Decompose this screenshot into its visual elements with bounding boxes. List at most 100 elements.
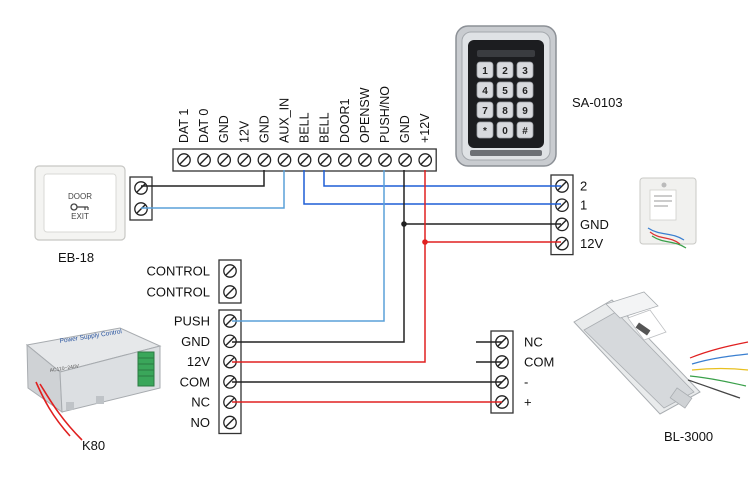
psu-terminal-label: GND (181, 334, 210, 349)
device-label-power-supply: K80 (82, 438, 105, 453)
device-label-bolt-lock: BL-3000 (664, 429, 713, 444)
wire-12v (232, 242, 426, 363)
keypad-key-glyph: 7 (482, 106, 488, 117)
keypad-key (476, 121, 494, 139)
exit-button-icon: DOOR EXIT (34, 165, 126, 241)
controller-terminal-screw (217, 153, 232, 167)
psu-terminal-label: 12V (187, 354, 210, 369)
lock-terminal-label: - (524, 375, 528, 390)
controller-terminal-screw (277, 153, 292, 167)
wire-bell-gnd (403, 170, 561, 225)
psu-terminal-block (218, 309, 242, 435)
controller-terminal-label: GND (217, 115, 231, 143)
keypad-key-glyph: 8 (502, 106, 508, 117)
junction-gnd (401, 221, 407, 227)
bell-terminal-screw (555, 198, 569, 213)
wire-push (232, 170, 385, 322)
control-terminal-label: CONTROL (146, 285, 210, 300)
keypad-key (516, 121, 534, 139)
controller-terminal-screw (378, 153, 392, 167)
keypad-key (476, 101, 494, 119)
controller-terminal-screw (257, 153, 272, 167)
psu-terminal-label: NC (191, 395, 210, 410)
exit-button-top-text: DOOR (68, 192, 92, 201)
junction-12v (422, 239, 428, 245)
keypad-key-glyph: 5 (502, 86, 508, 97)
wire-gnd (232, 224, 405, 343)
wire-bell-12v (424, 170, 561, 243)
psu-terminal-label: COM (180, 374, 210, 389)
controller-terminal-label: AUX_IN (278, 98, 292, 143)
bell-terminal-label: 12V (580, 236, 603, 251)
keypad-key (496, 81, 514, 99)
controller-terminal-label: DOOR1 (338, 99, 352, 144)
wire-exit-aux (141, 170, 285, 209)
keypad-key (496, 101, 514, 119)
controller-terminal-label: OPENSW (358, 87, 372, 143)
keypad-key-glyph: 3 (522, 66, 528, 77)
bell-terminal-label: GND (580, 217, 609, 232)
controller-terminal-label: 12V (237, 120, 251, 143)
controller-terminal-screw (337, 153, 352, 167)
keypad-key-glyph: 4 (482, 86, 488, 97)
psu-model-text: AC110~240V (49, 363, 80, 374)
psu-terminal-screw (223, 415, 237, 430)
psu-terminal-screw (223, 354, 237, 369)
keypad-key-glyph: 2 (502, 66, 508, 77)
wire-bell-2 (323, 170, 561, 187)
wire-exit-gnd (141, 170, 265, 187)
doorbell-icon (639, 177, 697, 249)
controller-terminal-screw (358, 153, 372, 167)
bell-terminal-screw (555, 236, 569, 251)
bolt-lock-icon (573, 291, 749, 415)
bell-terminal-block (550, 174, 574, 256)
keypad-key (476, 81, 494, 99)
device-label-exit-button: EB-18 (58, 250, 94, 265)
psu-terminal-label: NO (191, 415, 211, 430)
controller-terminal-screw (297, 153, 312, 167)
controller-terminal-label: DAT 0 (197, 109, 211, 143)
keypad-key-glyph: 6 (522, 86, 528, 97)
controller-terminal-label: BELL (318, 112, 332, 143)
controller-terminal-screw (177, 153, 191, 167)
controller-terminal-screw (197, 153, 211, 167)
lock-terminal-label: + (524, 395, 532, 410)
key-icon (70, 203, 89, 211)
lock-terminal-screw (495, 335, 509, 349)
controller-terminal-label: GND (398, 115, 412, 143)
bell-terminal-label: 1 (580, 198, 587, 213)
controller-terminal-screw (398, 153, 412, 167)
bell-terminal-label: 2 (580, 179, 587, 194)
psu-terminal-screw (223, 334, 237, 349)
device-label-keypad: SA-0103 (572, 95, 623, 110)
keypad-key-glyph: # (522, 126, 528, 137)
keypad-key (496, 61, 514, 79)
lock-terminal-label: NC (524, 335, 543, 350)
keypad-icon: 1 2 3 4 5 6 7 8 9 * 0 # (455, 25, 557, 167)
lock-terminal-label: COM (524, 355, 554, 370)
control-terminal-label: CONTROL (146, 264, 210, 279)
control-terminal-screw (223, 264, 237, 278)
lock-terminal-block (490, 330, 514, 414)
controller-terminal-label: DAT 1 (177, 109, 191, 143)
controller-terminal-label: +12V (418, 113, 432, 143)
controller-terminal-label: GND (257, 115, 271, 143)
controller-terminal-label: BELL (298, 112, 312, 143)
keypad-key-glyph: * (483, 126, 487, 137)
keypad-key-glyph: 0 (502, 126, 508, 137)
power-supply-icon: Power Supply Control AC110~240V (25, 327, 162, 441)
controller-terminal-screw (317, 153, 332, 167)
controller-terminal-label: PUSH/NO (378, 86, 392, 143)
wire-bell-1 (303, 170, 561, 205)
controller-terminal-screw (418, 153, 433, 167)
keypad-key-glyph: 1 (482, 66, 488, 77)
keypad-key (496, 121, 514, 139)
exit-button-bottom-text: EXIT (71, 212, 89, 221)
keypad-key-glyph: 9 (522, 106, 528, 117)
keypad-key (516, 81, 534, 99)
psu-terminal-label: PUSH (174, 314, 210, 329)
controller-terminal-screw (237, 153, 252, 167)
control-terminal-screw (223, 285, 237, 299)
